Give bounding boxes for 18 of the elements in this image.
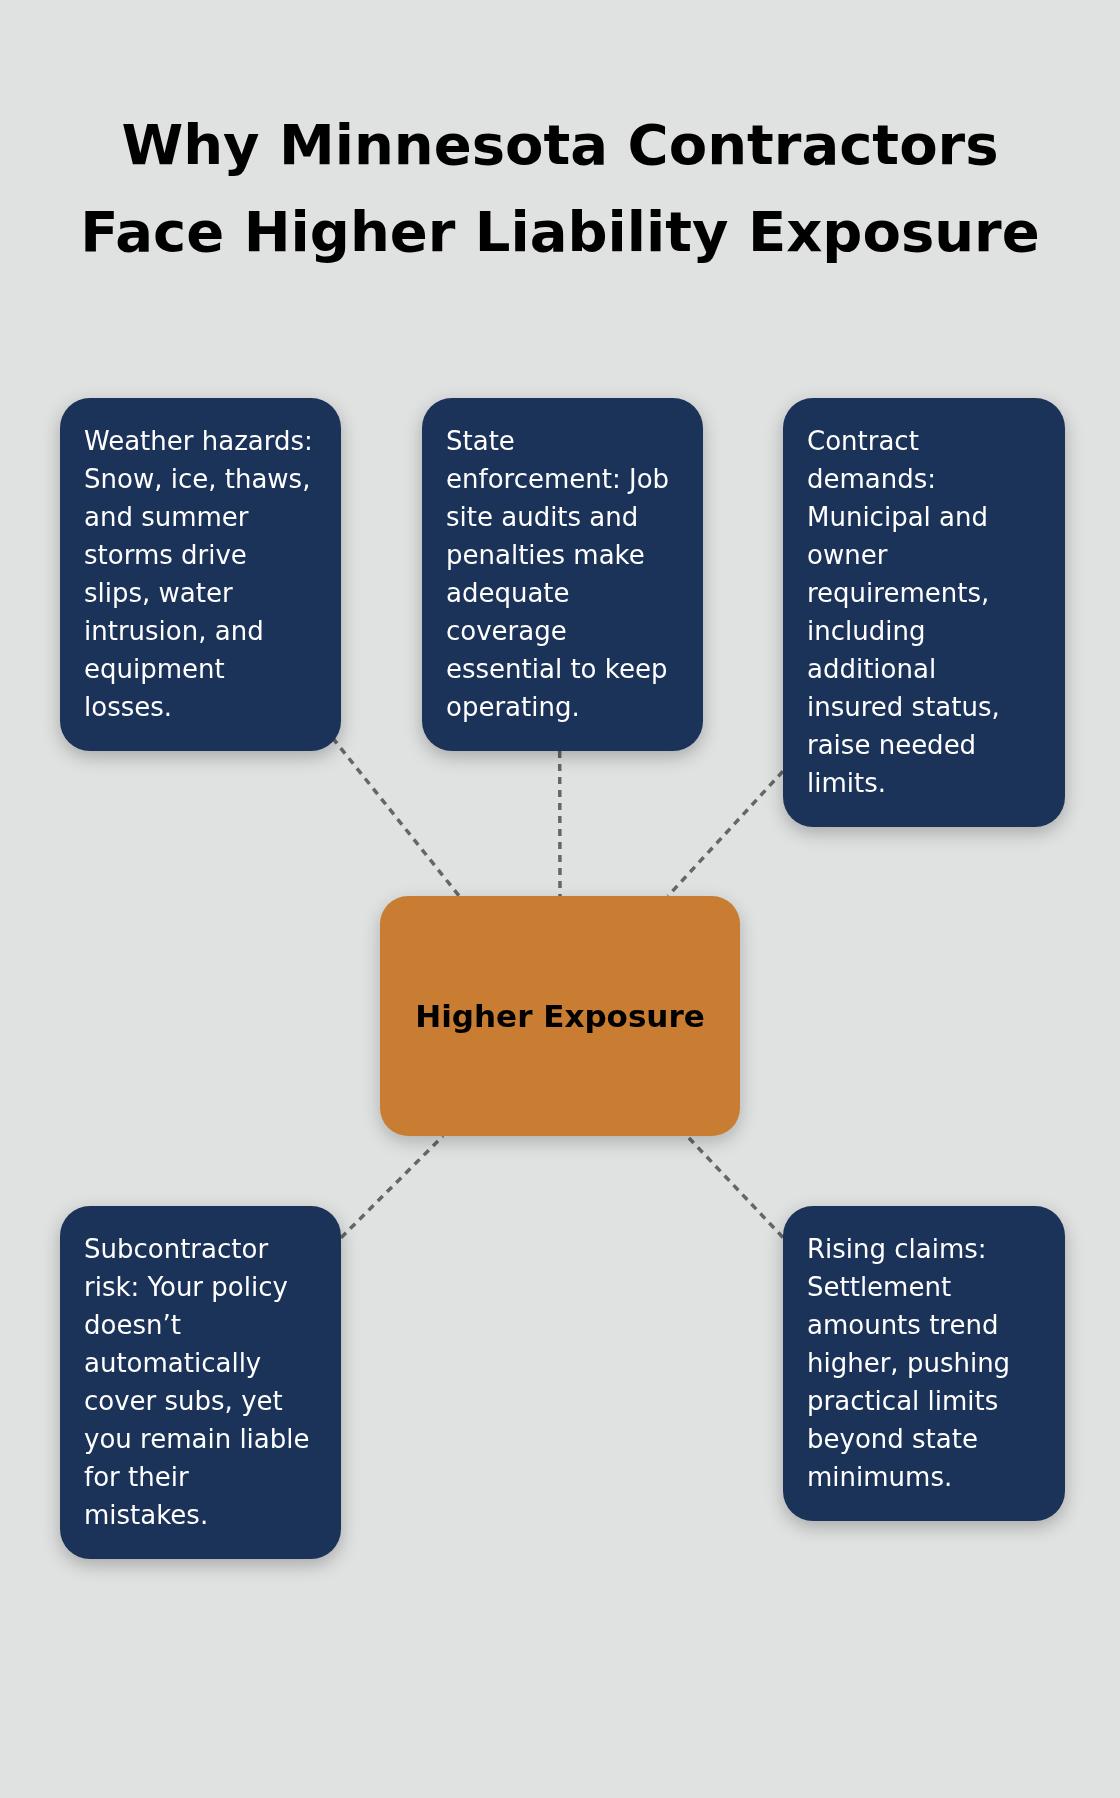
card-text: Contract demands: Municipal and owner requirements, including additional insured status, raise needed limits. — [807, 425, 1001, 800]
info-card — [783, 398, 1065, 827]
info-card — [783, 1206, 1065, 1521]
dashed-connector — [685, 1134, 785, 1239]
info-card — [60, 1206, 341, 1559]
card-text: Subcontractor risk: Your policy doesn’t automatically cover subs, yet you remain liable for their mistakes. — [84, 1233, 311, 1532]
dashed-connector — [339, 1134, 445, 1239]
dashed-connector — [557, 751, 562, 896]
info-card — [422, 398, 703, 751]
card-text: Rising claims: Settlement amounts trend higher, pushing practical limits beyond state minimums. — [807, 1233, 1012, 1494]
hub-title: Higher Exposure — [415, 997, 705, 1036]
info-card — [60, 398, 341, 751]
card-text: Weather hazards: Snow, ice, thaws, and summer storms drive slips, water intrusion, and equipment losses. — [84, 425, 314, 724]
dashed-connector — [666, 770, 785, 898]
title: Why Minnesota Contractors Face Higher Liability Exposure — [79, 111, 1041, 266]
card-text: State enforcement: Job site audits and penalties make adequate coverage essential to keep operating. — [446, 425, 671, 724]
hub-box — [380, 896, 740, 1136]
dashed-connector — [331, 736, 461, 898]
